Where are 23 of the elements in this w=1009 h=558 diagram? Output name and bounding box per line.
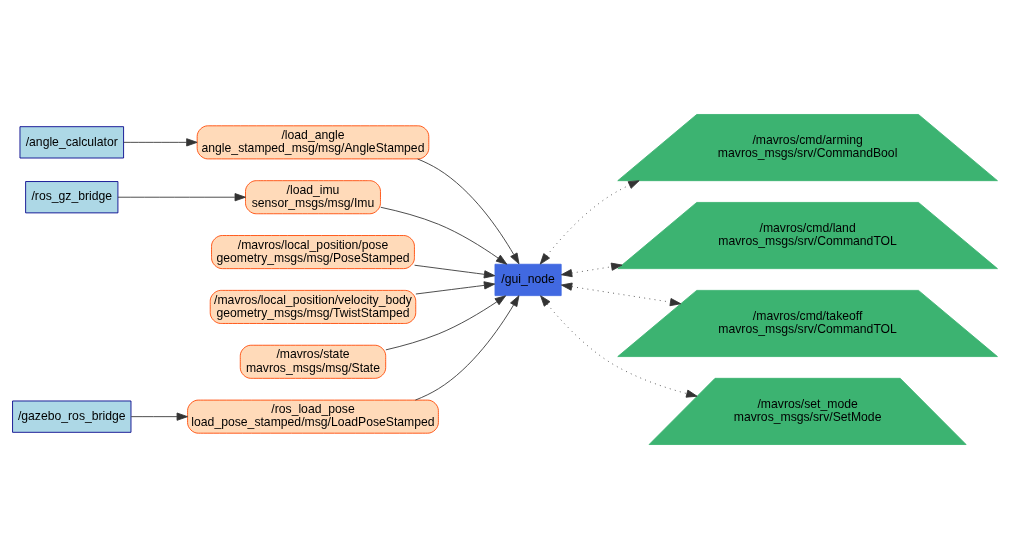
node-box: /ros_load_pose load_pose_stamped/msg/LoadPoseStamped (186, 399, 439, 434)
node-box: /mavros/local_position/velocity_body geometry_msgs/msg/TwistStamped (209, 289, 416, 324)
node-box: /load_imu sensor_msgs/msg/Imu (244, 179, 381, 214)
arrow (414, 294, 519, 400)
arrow (379, 206, 507, 265)
arrow (539, 179, 640, 265)
arrow (539, 294, 697, 398)
arrow (122, 137, 198, 146)
arrow (130, 412, 188, 421)
node-box: /gazebo_ros_bridge (11, 400, 131, 433)
node-box: /ros_gz_bridge (24, 180, 118, 213)
arrow (117, 192, 246, 201)
arrow (384, 294, 506, 350)
node-box: /load_angle angle_stamped_msg/msg/AngleStamped (196, 124, 429, 159)
arrow (416, 158, 519, 264)
node-box: /mavros/state mavros_msgs/msg/State (239, 344, 386, 379)
node-box: /angle_calculator (19, 125, 124, 158)
arrow (414, 280, 495, 294)
arrow (560, 262, 622, 277)
arrow (413, 264, 495, 278)
arrow (560, 282, 681, 306)
node-box: /mavros/local_position/pose geometry_msgs/msg/PoseStamped (210, 234, 415, 269)
node-box: /gui_node (494, 263, 562, 296)
